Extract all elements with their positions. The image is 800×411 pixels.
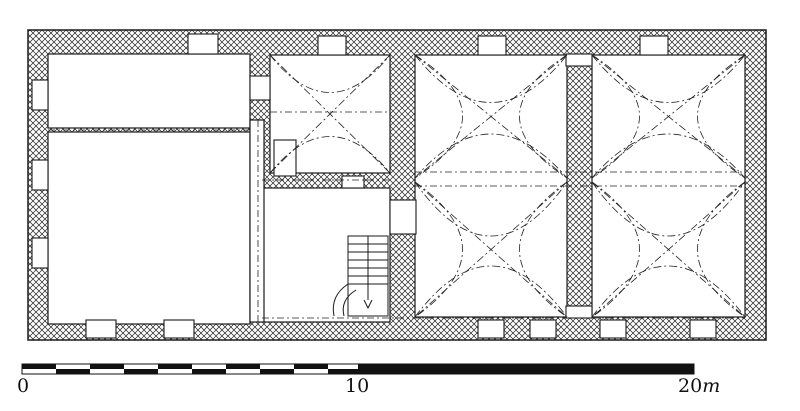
room-west-large <box>47 131 251 325</box>
room-west-upper <box>47 53 251 129</box>
scale-label-20: 20m <box>678 377 720 396</box>
scale-label-10: 10 <box>345 375 370 397</box>
vaults <box>269 54 746 318</box>
dashed-lines <box>48 111 745 322</box>
scale-unit: m <box>702 375 721 397</box>
openings <box>31 33 717 339</box>
scale-bar <box>21 363 695 375</box>
scale-label-0: 0 <box>17 375 30 397</box>
staircase <box>332 235 389 317</box>
scale-label-20-value: 20 <box>678 375 703 397</box>
room-corridor <box>249 119 265 323</box>
